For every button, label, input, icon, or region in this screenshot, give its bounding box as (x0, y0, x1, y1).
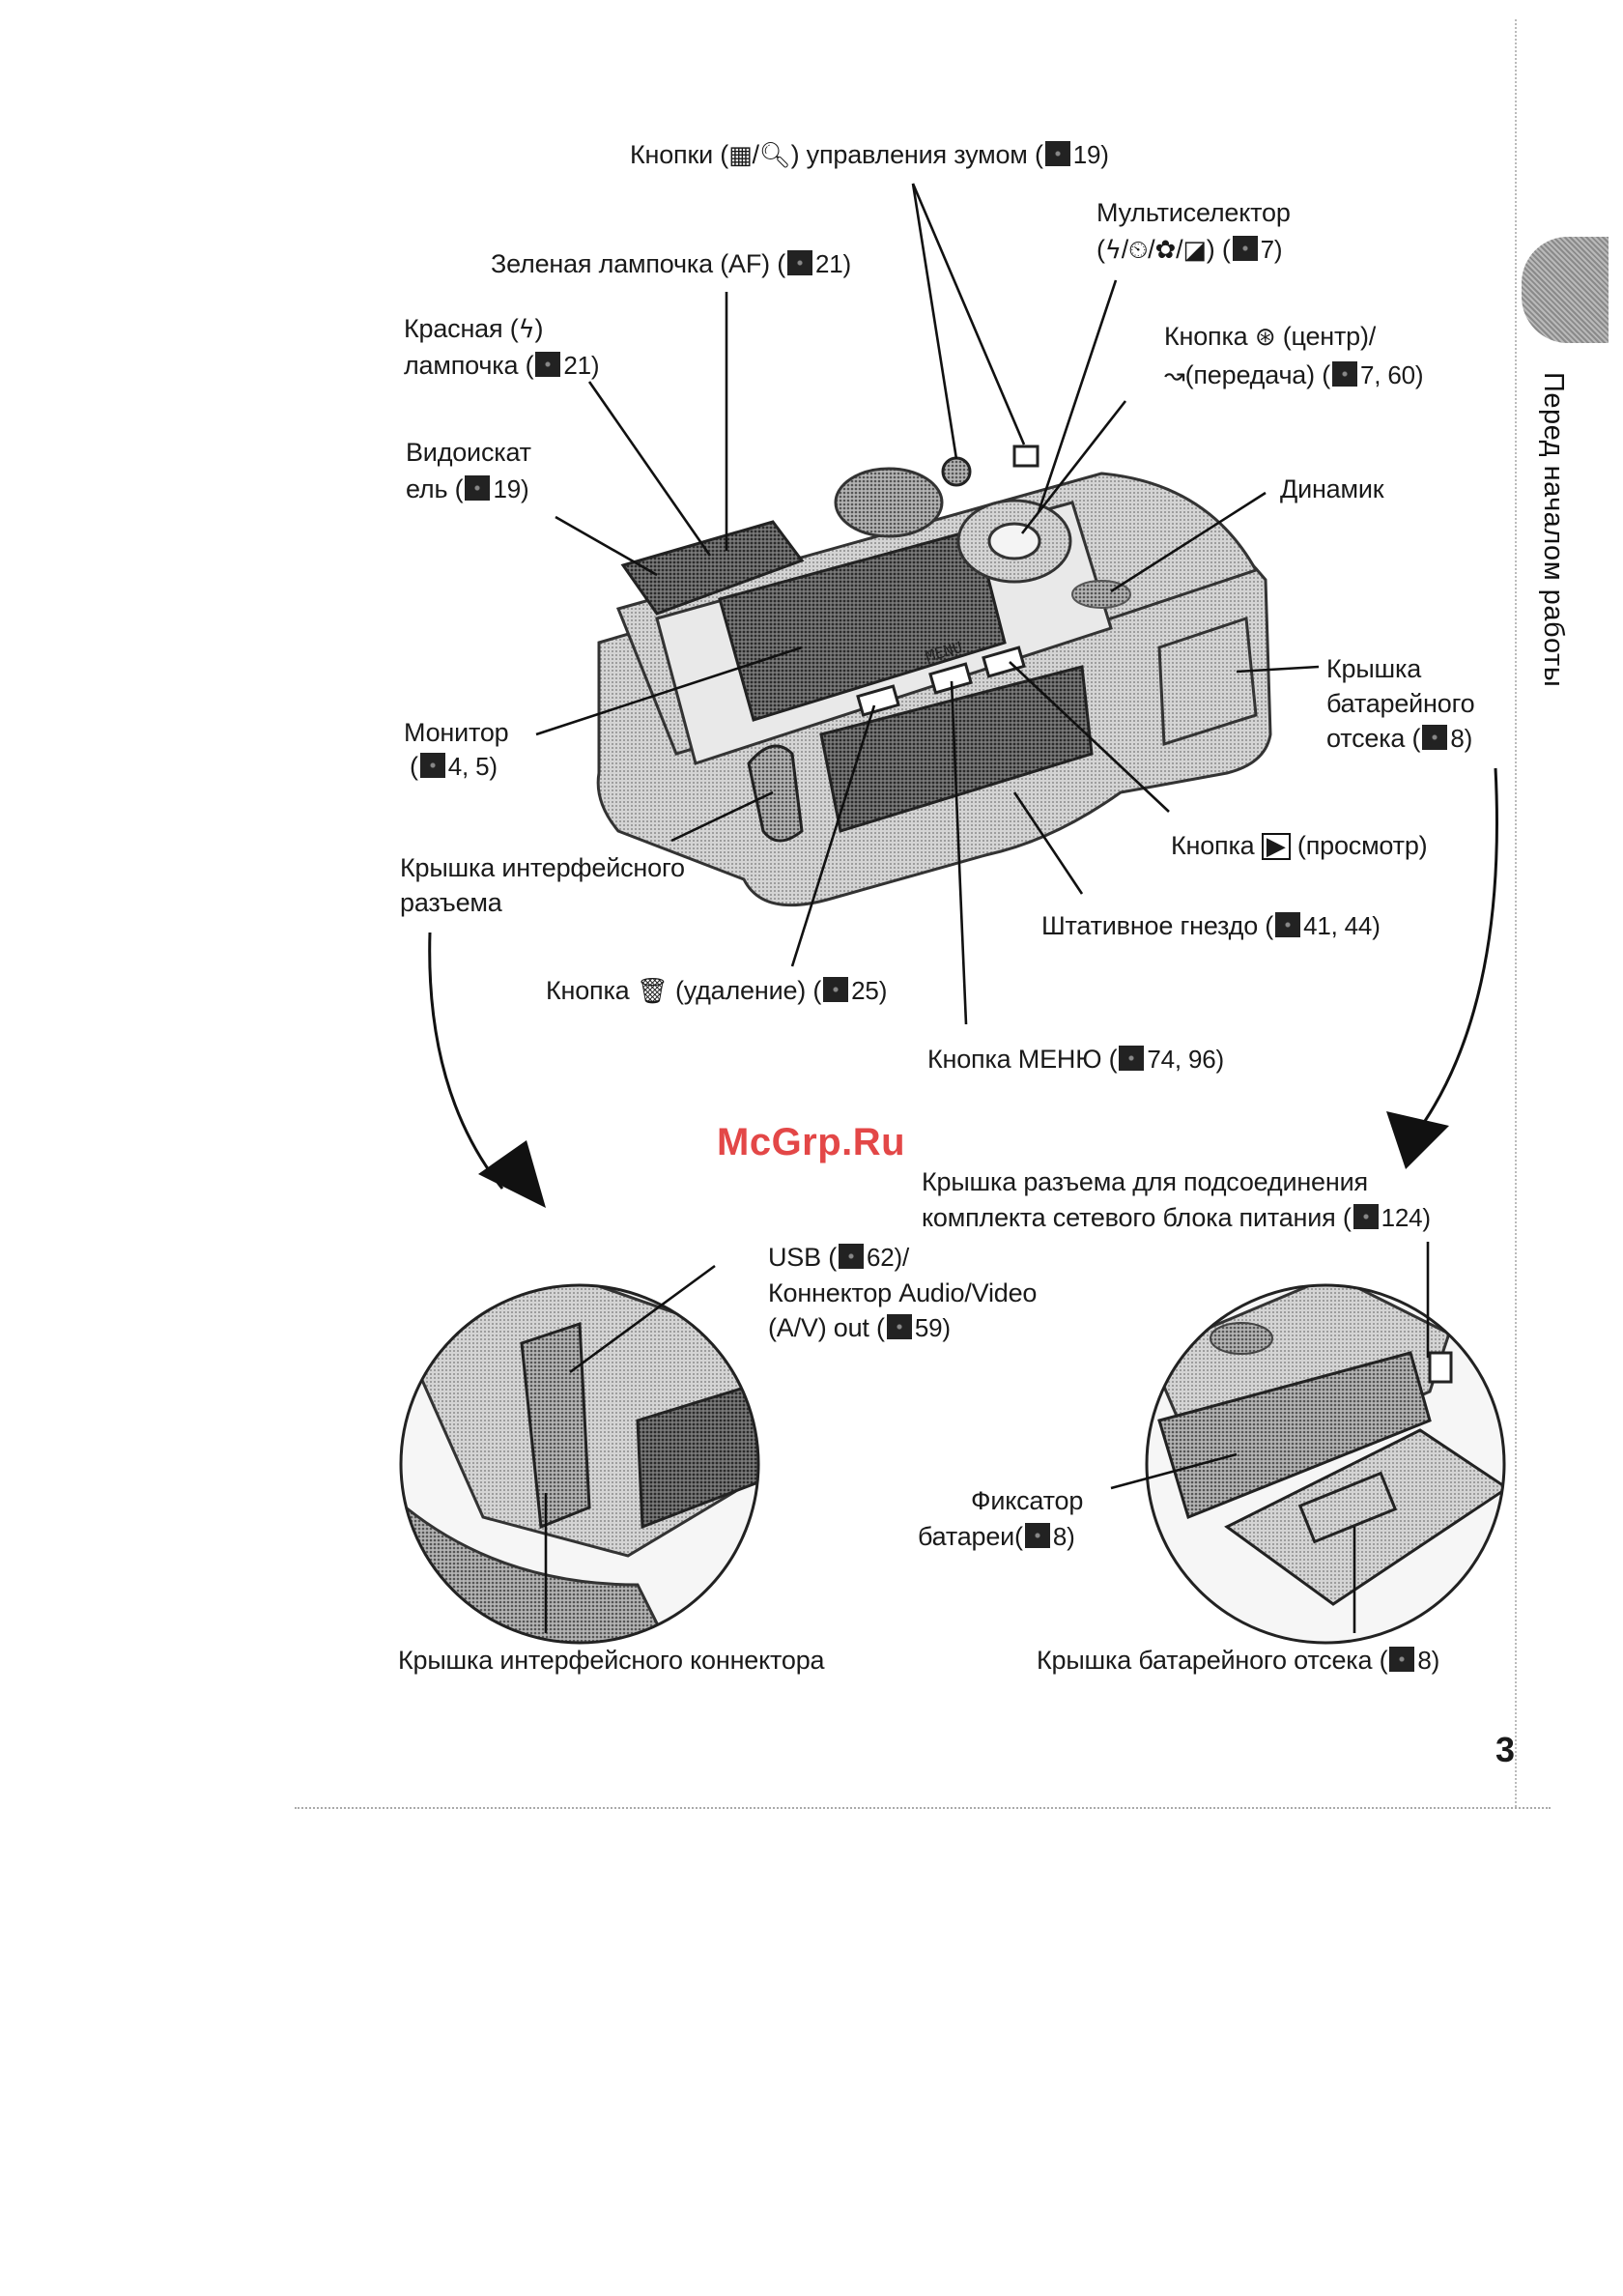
label-viewfinder-2: ель (19) (406, 472, 528, 506)
label-multiselector-title: Мультиселектор (1096, 195, 1291, 230)
page-ref-icon (1389, 1647, 1414, 1672)
page-ref-icon (1353, 1204, 1379, 1229)
label-center-button-1: Кнопка ⊛ (центр)/ (1164, 319, 1376, 355)
label-battery-cover-2: батарейного (1326, 686, 1474, 721)
flash-icon: ϟ (519, 312, 535, 347)
label-zoom-buttons: Кнопки (▦/🔍︎) управления зумом (19) (630, 137, 1109, 173)
label-menu-button: Кнопка МЕНЮ (74, 96) (927, 1042, 1224, 1076)
label-monitor-1: Монитор (404, 715, 509, 750)
page-ref-icon (1275, 912, 1300, 937)
self-timer-icon: ⏲ (1128, 233, 1148, 268)
label-power-adapter-1: Крышка разъема для подсоединения (922, 1164, 1368, 1199)
label-battery-latch-1: Фиксатор (971, 1483, 1083, 1518)
label-tripod: Штативное гнездо (41, 44) (1041, 908, 1381, 943)
page-ref-icon (1332, 361, 1357, 387)
camera-body: MENU (598, 446, 1270, 905)
label-multiselector-modes: (ϟ/⏲/✿/◪) (7) (1096, 232, 1282, 268)
magnifier-icon: 🔍︎ (759, 138, 791, 173)
trash-icon: 🗑︎ (637, 974, 669, 1009)
arrow-left (430, 933, 546, 1208)
detail-battery-circle (1140, 1276, 1546, 1662)
page-ref-icon (465, 475, 490, 501)
label-battery-latch-2: батареи(8) (918, 1519, 1075, 1554)
thumbnail-icon: ▦ (728, 138, 752, 173)
label-green-lamp: Зеленая лампочка (AF) (21) (491, 246, 851, 281)
page-ref-icon (535, 352, 560, 377)
label-battery-cover-bottom: Крышка батарейного отсека (8) (1037, 1643, 1439, 1678)
exposure-icon: ◪ (1182, 233, 1206, 268)
label-interface-cover-2: разъема (400, 885, 502, 920)
label-power-adapter-2: комплекта сетевого блока питания (124) (922, 1200, 1431, 1235)
label-speaker: Динамик (1280, 472, 1383, 506)
page-ref-icon (839, 1244, 864, 1269)
page-number: 3 (1495, 1730, 1515, 1770)
watermark: McGrp.Ru (717, 1121, 905, 1164)
label-usb-3: (A/V) out (59) (768, 1310, 951, 1345)
label-interface-cover-1: Крышка интерфейсного (400, 850, 685, 885)
page-ref-icon (823, 977, 848, 1002)
label-red-lamp-1: Красная (ϟ) (404, 311, 543, 347)
label-play-button: Кнопка ▶ (просмотр) (1171, 828, 1427, 863)
page-ref-icon (1422, 725, 1447, 750)
page-ref-icon (787, 250, 812, 275)
play-icon: ▶ (1262, 833, 1291, 860)
flash-icon: ϟ (1105, 233, 1122, 268)
label-center-button-2: ↝(передача) (7, 60) (1164, 358, 1423, 393)
macro-icon: ✿ (1154, 233, 1176, 268)
page-ref-icon (1233, 236, 1258, 261)
label-usb-1: USB (62)/ (768, 1240, 909, 1275)
page-ref-icon (887, 1314, 912, 1339)
label-battery-cover-3: отсека (8) (1326, 721, 1472, 756)
detail-interface-circle (386, 1266, 792, 1662)
page-ref-icon (1119, 1046, 1144, 1071)
page-ref-icon (1025, 1523, 1050, 1548)
page-ref-icon (1045, 141, 1070, 166)
label-red-lamp-2: лампочка (21) (404, 348, 599, 383)
label-monitor-2: (4, 5) (410, 749, 498, 784)
label-delete-button: Кнопка 🗑︎ (удаление) (25) (546, 973, 887, 1009)
page-ref-icon (420, 753, 445, 778)
label-usb-2: Коннектор Audio/Video (768, 1276, 1037, 1310)
label-battery-cover-1: Крышка (1326, 651, 1421, 686)
center-ok-icon: ⊛ (1255, 320, 1276, 355)
label-interface-connector-cover: Крышка интерфейсного коннектора (398, 1643, 824, 1678)
transfer-icon: ↝ (1164, 359, 1185, 393)
label-viewfinder-1: Видоискат (406, 435, 531, 470)
